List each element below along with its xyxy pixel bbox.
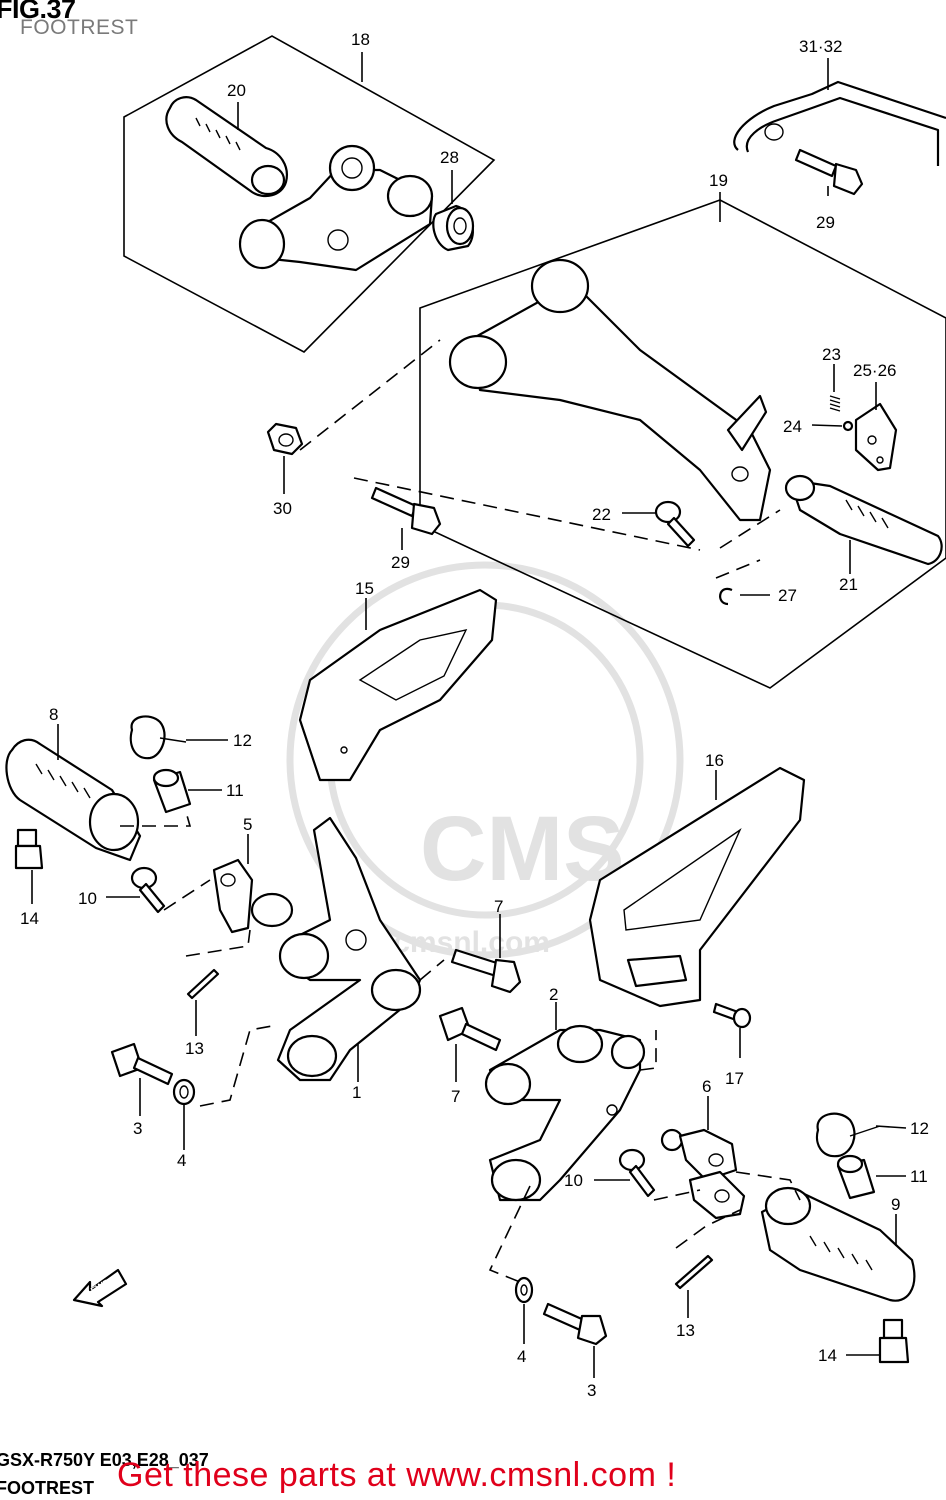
part-13-cotter-pin-lower — [674, 1254, 714, 1290]
callout-21: 21 — [839, 575, 858, 594]
call-to-action: Get these parts at www.cmsnl.com ! — [117, 1456, 677, 1494]
callout-19: 19 — [709, 171, 728, 190]
callout-12-lower: 12 — [910, 1119, 929, 1138]
part-27-clip — [719, 587, 733, 606]
callout-14-lower: 14 — [818, 1346, 837, 1365]
part-8-peg — [5, 738, 142, 862]
callout-25-26: 25·26 — [853, 361, 896, 380]
part-4-washer-lower — [514, 1276, 534, 1304]
part-1-bracket — [276, 816, 422, 1082]
callout-31-32: 31·32 — [799, 37, 842, 56]
callout-11-upper: 11 — [226, 781, 244, 800]
callout-29-lower: 29 — [391, 553, 410, 572]
part-12-spring-lower — [815, 1112, 881, 1158]
callout-13-upper: 13 — [185, 1039, 204, 1058]
callout-28: 28 — [440, 148, 459, 167]
callout-7-upper: 7 — [494, 897, 503, 916]
callout-17: 17 — [725, 1069, 744, 1088]
part-19-bracket — [448, 258, 772, 522]
assembly-lines — [120, 339, 801, 1283]
model-code: GSX-R750Y E03,E28_037 — [0, 1450, 209, 1470]
watermark-logo: CMS — [420, 798, 624, 900]
part-25-26-plate — [854, 402, 898, 472]
part-18-bracket — [238, 144, 434, 272]
callout-14-upper: 14 — [20, 909, 39, 928]
callout-18: 18 — [351, 30, 370, 49]
fwd-arrow: FWD — [72, 1268, 128, 1308]
part-5-pivot — [212, 858, 294, 934]
callout-3-lower: 3 — [587, 1381, 596, 1400]
part-21-peg — [784, 474, 943, 566]
callout-12-upper: 12 — [233, 731, 252, 750]
part-24-ball — [842, 420, 854, 432]
part-10-pin-lower — [618, 1148, 656, 1198]
callout-6: 6 — [702, 1077, 711, 1096]
part-4-washer-upper — [172, 1078, 196, 1106]
part-17-screw — [712, 1002, 752, 1029]
callout-9: 9 — [891, 1195, 900, 1214]
callout-30: 30 — [273, 499, 292, 518]
part-2-bracket — [484, 1024, 646, 1202]
part-10-pin-upper — [130, 866, 166, 914]
callout-5: 5 — [243, 815, 252, 834]
part-6-pivot — [660, 1128, 746, 1220]
callout-29-upper: 29 — [816, 213, 835, 232]
assembly-box-18 — [123, 35, 496, 353]
callout-22: 22 — [592, 505, 611, 524]
part-16-heel-plate — [588, 766, 806, 1008]
callout-24: 24 — [783, 417, 802, 436]
callout-27: 27 — [778, 586, 797, 605]
callout-15: 15 — [355, 579, 374, 598]
callout-4-lower: 4 — [517, 1347, 526, 1366]
part-31-32-rod — [733, 80, 946, 166]
part-7-bolt-lower — [438, 1006, 502, 1052]
part-14-bolt-lower — [878, 1318, 910, 1364]
callout-10-lower: 10 — [564, 1171, 583, 1190]
part-13-cotter-pin-upper — [186, 968, 220, 1000]
part-29-bolt-upper — [794, 148, 864, 196]
part-23-spring — [829, 395, 841, 412]
part-9-peg — [760, 1186, 916, 1302]
figure-subtitle: FOOTREST — [20, 16, 139, 39]
callout-7-lower: 7 — [451, 1087, 460, 1106]
part-22-pin — [654, 500, 696, 548]
part-12-spring-upper — [129, 715, 187, 760]
part-11-collar-upper — [152, 768, 192, 814]
callout-1: 1 — [352, 1083, 361, 1102]
part-14-bolt-upper — [14, 828, 44, 870]
part-15-heel-plate — [298, 588, 498, 782]
callout-numbers: 18 20 28 31·32 19 29 23 25·26 24 30 22 2… — [20, 30, 929, 1400]
callout-13-lower: 13 — [676, 1321, 695, 1340]
figure-number: FIG.37 — [0, 0, 76, 24]
leader-lines — [31, 52, 907, 1378]
part-20-peg — [165, 96, 288, 198]
part-29-bolt-lower — [370, 486, 442, 536]
part-3-bolt-upper — [110, 1042, 174, 1086]
callout-3-upper: 3 — [133, 1119, 142, 1138]
callout-4-upper: 4 — [177, 1151, 186, 1170]
callout-20: 20 — [227, 81, 246, 100]
part-30-nut — [266, 422, 304, 456]
footer-subtitle: FOOTREST — [0, 1478, 94, 1498]
part-11-collar-lower — [836, 1154, 876, 1200]
callout-11-lower: 11 — [910, 1167, 928, 1186]
part-7-bolt-upper — [450, 948, 522, 994]
part-28-bushing — [432, 204, 475, 252]
callout-23: 23 — [822, 345, 841, 364]
callout-16: 16 — [705, 751, 724, 770]
callout-2: 2 — [549, 985, 558, 1004]
callout-8: 8 — [49, 705, 58, 724]
part-3-bolt-lower — [542, 1302, 608, 1346]
callout-10-upper: 10 — [78, 889, 97, 908]
